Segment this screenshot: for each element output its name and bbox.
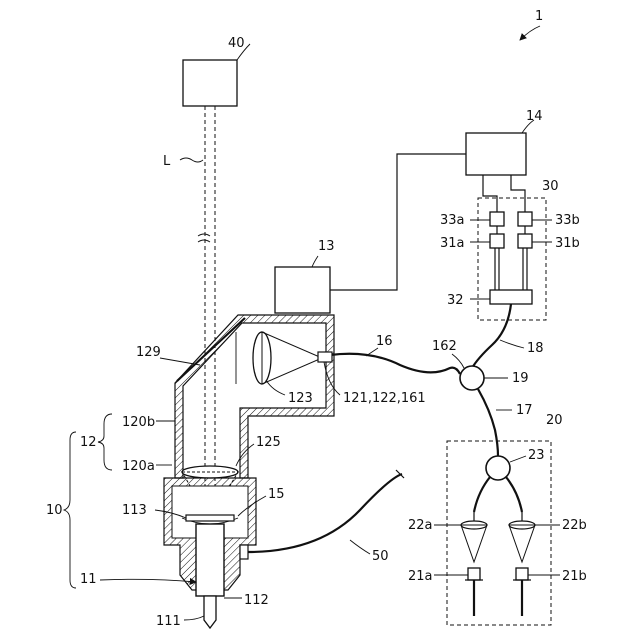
fiber-17 [478, 389, 498, 456]
label-30: 30 [542, 179, 559, 194]
label-121: 121,122,161 [343, 391, 426, 406]
label-31b: 31b [555, 236, 580, 251]
beam-break-mark [198, 234, 210, 242]
leader-L [180, 158, 203, 162]
coupler-19 [460, 366, 484, 390]
label-33b: 33b [555, 213, 580, 228]
fiber-18 [472, 304, 511, 368]
label-19: 19 [512, 371, 529, 386]
sensor-31b [518, 234, 532, 248]
label-14: 14 [526, 109, 543, 124]
label-111: 111 [156, 614, 181, 629]
fiber-22a [474, 477, 490, 512]
label-112: 112 [244, 593, 269, 608]
tube-50 [248, 474, 402, 552]
label-22a: 22a [408, 518, 433, 533]
label-17: 17 [516, 403, 533, 418]
label-L: L [163, 154, 171, 169]
sensor-33a [490, 212, 504, 226]
label-123: 123 [288, 391, 313, 406]
label-10: 10 [46, 503, 63, 518]
label-21b: 21b [562, 569, 587, 584]
label-18: 18 [527, 341, 544, 356]
label-13: 13 [318, 239, 335, 254]
label-162: 162 [432, 339, 457, 354]
coupler-32 [490, 290, 532, 304]
label-50: 50 [372, 549, 389, 564]
label-113: 113 [122, 503, 147, 518]
label-20: 20 [546, 413, 563, 428]
label-16: 16 [376, 334, 393, 349]
fiber-16 [330, 354, 460, 374]
label-120a: 120a [122, 459, 155, 474]
label-33a: 33a [440, 213, 465, 228]
light-source-box [183, 60, 237, 106]
label-15: 15 [268, 487, 285, 502]
fiber-22b [506, 477, 522, 512]
mirror-129 [177, 318, 245, 381]
label-21a: 21a [408, 569, 433, 584]
label-120b: 120b [122, 415, 155, 430]
label-12: 12 [80, 435, 97, 450]
label-40: 40 [228, 36, 245, 51]
label-31a: 31a [440, 236, 465, 251]
label-23: 23 [528, 448, 545, 463]
coupler-23 [486, 456, 510, 480]
sensor-31a [490, 234, 504, 248]
sensor-33b [518, 212, 532, 226]
label-125: 125 [256, 435, 281, 450]
signal-line-33b [511, 175, 525, 212]
label-11: 11 [80, 572, 97, 587]
label-1: 1 [535, 9, 543, 24]
arrow-1 [520, 26, 540, 40]
tip-111 [204, 596, 216, 628]
camera-box [275, 267, 330, 313]
controller-box [466, 133, 526, 175]
signal-line-33a [483, 175, 497, 212]
label-22b: 22b [562, 518, 587, 533]
electrode-112 [196, 524, 224, 596]
label-129: 129 [136, 345, 161, 360]
label-32: 32 [447, 293, 464, 308]
